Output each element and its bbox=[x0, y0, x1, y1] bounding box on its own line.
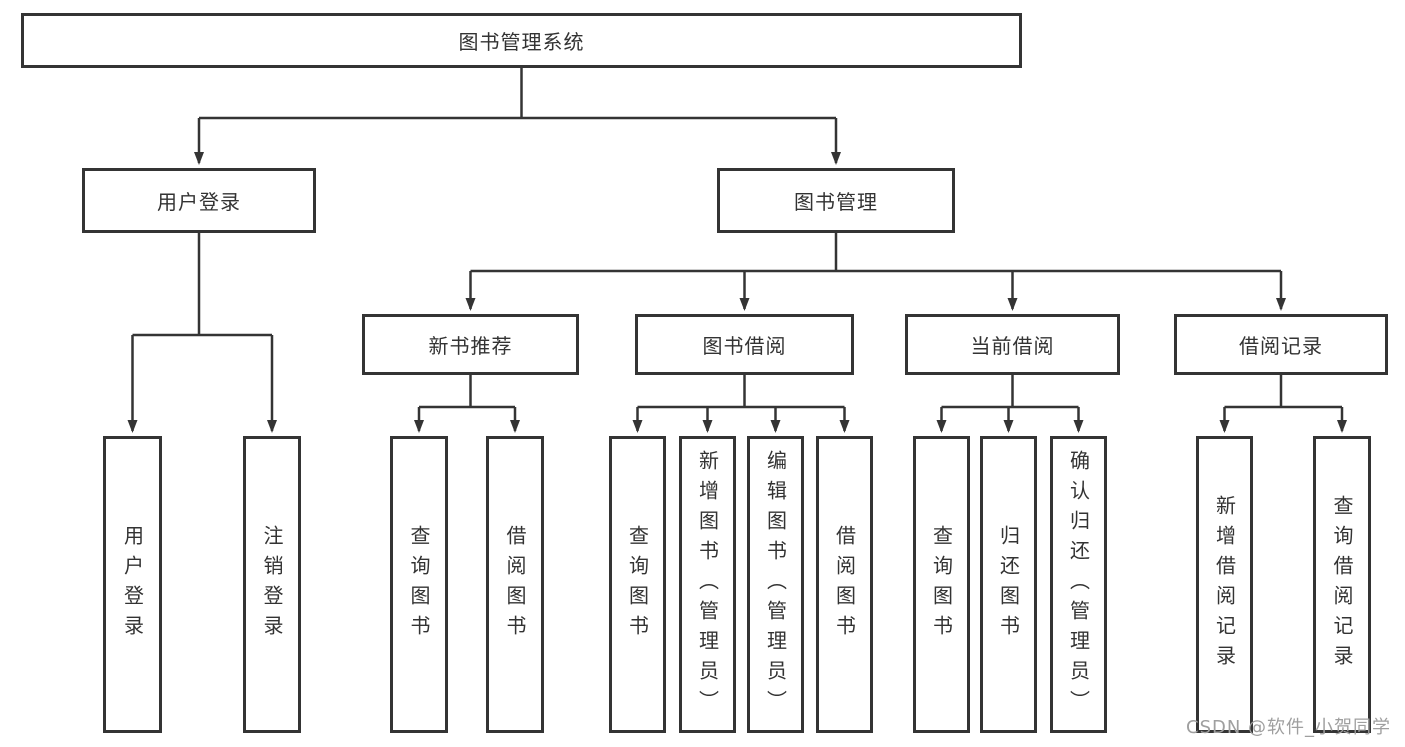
node-borrow-record: 借阅记录 bbox=[1174, 314, 1388, 375]
node-new-book-rec: 新书推荐 bbox=[362, 314, 579, 375]
leaf-confirm-return-admin: 确认归还（管理员） bbox=[1050, 436, 1107, 733]
leaf-edit-book-admin: 编辑图书（管理员） bbox=[747, 436, 804, 733]
node-user-login: 用户登录 bbox=[82, 168, 316, 233]
csdn-watermark: CSDN @软件_小贺同学 bbox=[1186, 717, 1392, 738]
node-root: 图书管理系统 bbox=[21, 13, 1022, 68]
leaf-logout: 注销登录 bbox=[243, 436, 301, 733]
leaf-query-book-1: 查询图书 bbox=[390, 436, 448, 733]
leaf-add-book-admin: 新增图书（管理员） bbox=[679, 436, 736, 733]
leaf-return-book: 归还图书 bbox=[980, 436, 1037, 733]
leaf-query-book-3: 查询图书 bbox=[913, 436, 970, 733]
leaf-add-borrow-record: 新增借阅记录 bbox=[1196, 436, 1253, 733]
node-current-borrow: 当前借阅 bbox=[905, 314, 1120, 375]
leaf-query-book-2: 查询图书 bbox=[609, 436, 666, 733]
node-book-borrow: 图书借阅 bbox=[635, 314, 854, 375]
node-book-mgmt: 图书管理 bbox=[717, 168, 955, 233]
leaf-query-borrow-record: 查询借阅记录 bbox=[1313, 436, 1371, 733]
leaf-user-login: 用户登录 bbox=[103, 436, 162, 733]
leaf-borrow-book-1: 借阅图书 bbox=[486, 436, 544, 733]
leaf-borrow-book-2: 借阅图书 bbox=[816, 436, 873, 733]
